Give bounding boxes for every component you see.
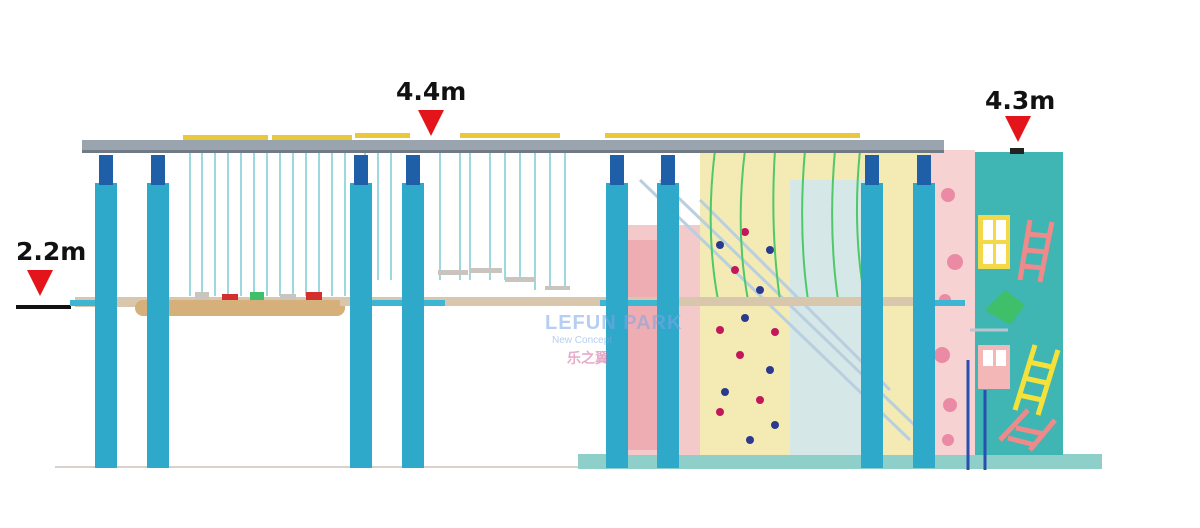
tower-green-shape xyxy=(985,290,1025,325)
frame-yellow-caps xyxy=(183,133,860,140)
climbing-holds xyxy=(716,228,779,444)
bridge-blocks xyxy=(195,292,322,300)
left-platform-bar xyxy=(16,305,71,309)
watermark-chinese: 乐之翼 xyxy=(567,350,609,366)
tower-window-bottom xyxy=(978,345,1010,389)
top-frame-edge xyxy=(82,150,944,153)
height-label-left: 2.2m xyxy=(16,237,87,266)
support-posts xyxy=(95,183,935,468)
post-tops xyxy=(99,155,931,185)
bridge-log xyxy=(135,300,345,316)
ladder-yellow xyxy=(1012,344,1061,416)
height-marker-right-icon xyxy=(1005,116,1031,142)
base-plinth xyxy=(578,454,1102,469)
tower-cap xyxy=(1010,148,1024,154)
tower-window-top xyxy=(978,215,1010,269)
height-marker-middle-icon xyxy=(418,110,444,136)
deck-brackets xyxy=(70,300,965,306)
watermark-tagline: New Concept xyxy=(552,335,613,346)
stepping-stools xyxy=(438,268,570,290)
watermark-brand: LEFUN PARK xyxy=(545,312,683,334)
height-label-middle: 4.4m xyxy=(396,77,467,106)
height-label-right: 4.3m xyxy=(985,86,1056,115)
tower-handrail xyxy=(966,360,987,470)
ladder-pink-top xyxy=(1017,219,1055,283)
top-frame xyxy=(82,140,944,152)
hanging-ropes xyxy=(189,148,566,296)
height-marker-left-icon xyxy=(27,270,53,296)
ladder-pink-bottom xyxy=(998,408,1057,452)
